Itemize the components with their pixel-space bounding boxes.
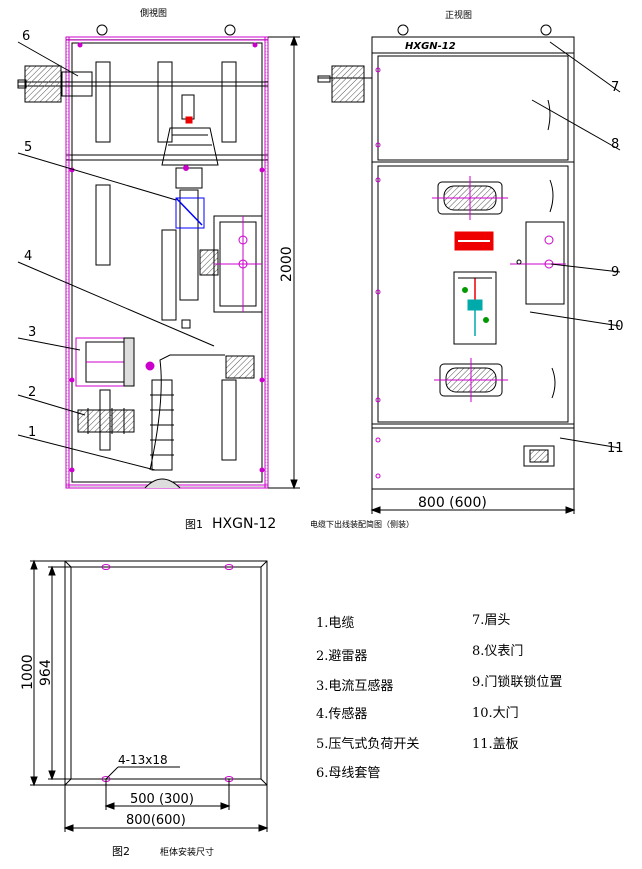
callout-5: 5 <box>24 140 32 155</box>
mounting-holes <box>101 564 234 782</box>
width-dimension <box>370 489 576 514</box>
front-cabinet-frame <box>371 36 575 490</box>
fig1-label: 图1 <box>185 518 203 531</box>
door-hinges <box>375 67 381 479</box>
support-slot <box>95 184 111 266</box>
callout-9: 9 <box>611 265 619 280</box>
callout-leaders-right <box>529 41 621 449</box>
support-slot <box>157 61 173 143</box>
lifting-eye-icon <box>540 24 552 36</box>
fig2-label: 图2 <box>112 845 130 858</box>
surge-arrester <box>77 408 135 434</box>
callout-leaders <box>17 41 215 471</box>
viewing-window-lower <box>434 358 508 402</box>
callout-6: 6 <box>22 29 30 44</box>
instrument-door <box>377 55 569 161</box>
fig1-caption: 图1 HXGN-12 电缆下出线装配简图（侧装） <box>185 516 414 532</box>
legend-item: 1.电缆 <box>316 616 355 631</box>
base-outer-frame <box>64 560 268 786</box>
hole-spacing-label: 500 (300) <box>130 792 194 807</box>
door-handle-icon <box>551 367 556 399</box>
hole-spacing-dimension <box>104 779 231 810</box>
cover-plate <box>523 445 555 467</box>
callout-2: 2 <box>28 385 36 400</box>
legend-item: 6.母线套管 <box>316 766 381 781</box>
legend-item: 8.仪表门 <box>472 644 524 659</box>
height-dimension <box>268 35 300 490</box>
depth-inner-label: 964 <box>38 659 54 686</box>
base-plan: 1000 964 4-13x18 500 (300) 800(600) <box>20 559 269 832</box>
width-dimension-label: 800 (600) <box>418 495 487 511</box>
height-dimension-label: 2000 <box>279 246 295 282</box>
front-top-band <box>371 36 575 54</box>
lifting-eye-icon <box>224 24 236 36</box>
legend-item: 4.传感器 <box>316 707 368 722</box>
hole-spec-label: 4-13x18 <box>118 753 168 767</box>
bottom-cover <box>371 427 575 490</box>
base-inner-frame <box>70 566 262 780</box>
legend-item: 5.压气式负荷开关 <box>316 737 420 752</box>
callout-10: 10 <box>607 319 624 334</box>
door-handle-icon <box>549 179 554 213</box>
legend-item: 2.避雷器 <box>316 649 368 664</box>
callout-11: 11 <box>607 441 624 456</box>
front-view-title: 正视图 <box>445 9 472 21</box>
depth-outer-label: 1000 <box>20 654 36 690</box>
cable <box>144 354 255 489</box>
legend-item: 9.门锁联锁位置 <box>472 675 563 690</box>
viewing-window-upper <box>432 176 508 220</box>
busbar-bushing <box>17 65 268 103</box>
legend-item: 3.电流互感器 <box>316 679 394 694</box>
callout-3: 3 <box>28 325 36 340</box>
callout-1: 1 <box>28 425 36 440</box>
base-width-dimension <box>63 785 269 832</box>
door-handle-icon <box>547 99 551 131</box>
door-lock-interlock <box>510 221 566 305</box>
legend-item: 7.眉头 <box>472 613 511 628</box>
mimic-diagram-panel <box>453 271 497 345</box>
fig1-model: HXGN-12 <box>212 516 276 532</box>
fig1-description: 电缆下出线装配简图（侧装） <box>310 519 414 529</box>
support-slot <box>221 379 237 461</box>
sensor-box <box>213 215 263 313</box>
support-slot <box>221 61 237 143</box>
callout-7: 7 <box>611 80 619 95</box>
fig2-caption: 图2 柜体安装尺寸 <box>112 845 214 858</box>
current-transformer <box>75 337 155 387</box>
load-break-switch <box>161 94 219 329</box>
lifting-eye-icon <box>397 24 409 36</box>
front-bushing <box>317 65 372 103</box>
support-slot <box>95 61 111 143</box>
legend-item: 10.大门 <box>472 706 519 721</box>
fig2-description: 柜体安装尺寸 <box>160 846 214 858</box>
callout-8: 8 <box>611 137 619 152</box>
base-width-label: 800(600) <box>126 813 186 828</box>
legend-item: 11.盖板 <box>472 737 519 752</box>
depth-dimension <box>30 559 71 787</box>
front-view: 正视图 HXGN-12 <box>317 9 624 514</box>
side-view: 側視图 <box>17 7 300 490</box>
nameplate-text: HXGN-12 <box>405 41 456 52</box>
side-view-title: 側視图 <box>140 7 167 19</box>
lifting-eye-icon <box>96 24 108 36</box>
callout-4: 4 <box>24 249 32 264</box>
